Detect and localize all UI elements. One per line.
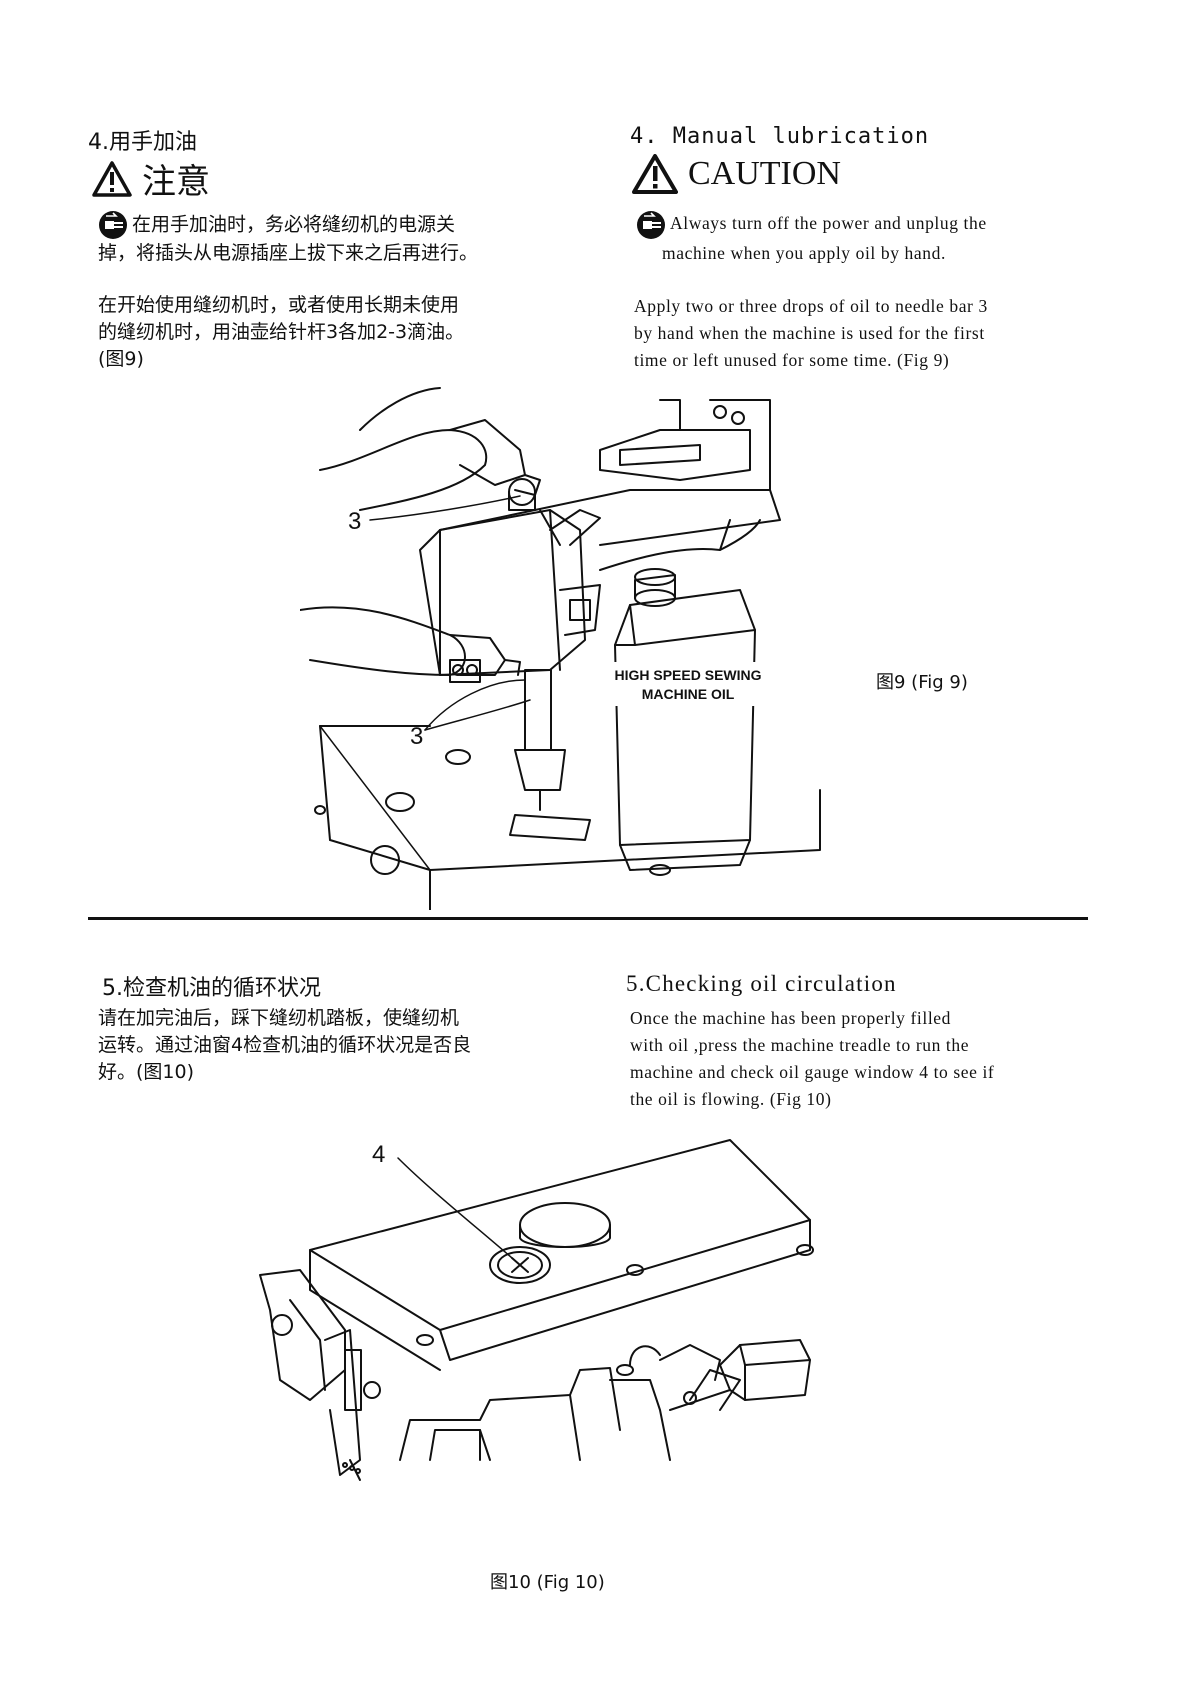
figure-9-illustration: 3 3 HIGH SPEED SEWING MACHINE OIL bbox=[300, 387, 821, 910]
fig9-oil-bottle bbox=[614, 589, 756, 846]
section5-en-heading: 5.Checking oil circulation bbox=[626, 971, 897, 996]
figure-10-caption: 图10 (Fig 10) bbox=[490, 1572, 605, 1593]
figure-9-caption: 图9 (Fig 9) bbox=[876, 672, 968, 693]
warning-en-line-1: Always turn off the power and unplug the bbox=[670, 213, 987, 234]
section5-en-body-line-1: Once the machine has been properly fille… bbox=[630, 1008, 952, 1028]
warning-en-text: Always turn off the power and unplug the… bbox=[636, 210, 1156, 267]
section4-en-body-line-2: by hand when the machine is used for the… bbox=[634, 323, 985, 343]
fig9-bottle-label-2: MACHINE OIL bbox=[642, 686, 735, 702]
section5-zh-body-line-1: 请在加完油后，踩下缝纫机踏板，使缝纫机 bbox=[98, 1007, 460, 1029]
section5-en-body-line-2: with oil ,press the machine treadle to r… bbox=[630, 1035, 970, 1055]
fig10-oil-window bbox=[489, 1246, 551, 1284]
fig10-bed-top bbox=[309, 1139, 811, 1331]
warning-zh-line-1: 在用手加油时，务必将缝纫机的电源关 bbox=[132, 213, 456, 236]
section5-zh-body-line-2: 运转。通过油窗4检查机油的循环状况是否良 bbox=[98, 1034, 472, 1056]
warning-zh-line-2: 掉，将插头从电源插座上拔下来之后再进行。 bbox=[98, 242, 479, 264]
caution-zh: 注意 bbox=[92, 154, 210, 203]
section4-en-body-line-3: time or left unused for some time. (Fig … bbox=[634, 350, 950, 370]
warning-triangle-icon bbox=[632, 154, 678, 194]
fig10-callout: 4 bbox=[372, 1141, 385, 1168]
section4-zh-body-line-3: (图9) bbox=[98, 348, 144, 370]
warning-triangle-icon bbox=[92, 160, 132, 197]
unplug-power-icon bbox=[637, 211, 665, 239]
section5-en-body-line-4: the oil is flowing. (Fig 10) bbox=[630, 1089, 832, 1109]
warning-en-line-2: machine when you apply oil by hand. bbox=[662, 243, 946, 263]
fig9-bottle-label-1: HIGH SPEED SEWING bbox=[614, 667, 761, 683]
section4-zh-body-line-2: 的缝纫机时，用油壶给针杆3各加2-3滴油。 bbox=[98, 321, 465, 343]
section4-en-heading: 4. Manual lubrication bbox=[630, 124, 930, 149]
fig9-lower-hand bbox=[300, 606, 466, 676]
section4-zh-body: 在开始使用缝纫机时，或者使用长期未使用 的缝纫机时，用油壶给针杆3各加2-3滴油… bbox=[98, 292, 568, 373]
fig9-callout-bottom: 3 bbox=[410, 723, 423, 750]
figure-10-illustration: 4 bbox=[259, 1139, 814, 1481]
section5-zh-body: 请在加完油后，踩下缝纫机踏板，使缝纫机 运转。通过油窗4检查机油的循环状况是否良… bbox=[98, 1005, 578, 1086]
fig9-table-front bbox=[429, 789, 821, 871]
section4-zh-body-line-1: 在开始使用缝纫机时，或者使用长期未使用 bbox=[98, 294, 460, 316]
fig10-oil-tank bbox=[719, 1339, 811, 1401]
section5-zh-heading: 5.检查机油的循环状况 bbox=[102, 976, 321, 1001]
section5-en-body-line-3: machine and check oil gauge window 4 to … bbox=[630, 1062, 995, 1082]
fig9-machine-head bbox=[419, 509, 586, 676]
fig9-callout-top: 3 bbox=[348, 508, 361, 535]
fig9-bracket bbox=[599, 429, 751, 481]
caution-zh-label: 注意 bbox=[142, 162, 210, 202]
fig10-left-bracket bbox=[259, 1269, 346, 1401]
unplug-power-icon bbox=[99, 211, 127, 239]
section4-zh-heading: 4.用手加油 bbox=[88, 130, 197, 155]
caution-en-label: CAUTION bbox=[688, 155, 841, 192]
section4-en-body-line-1: Apply two or three drops of oil to needl… bbox=[634, 296, 988, 316]
caution-en: CAUTION bbox=[632, 154, 841, 194]
section5-zh-body-line-3: 好。(图10) bbox=[98, 1061, 195, 1083]
section-divider bbox=[88, 917, 1088, 920]
fig9-upper-hand bbox=[319, 429, 488, 511]
section4-en-body: Apply two or three drops of oil to needl… bbox=[634, 293, 1164, 374]
warning-zh-text: 在用手加油时，务必将缝纫机的电源关 掉，将插头从电源插座上拔下来之后再进行。 bbox=[98, 210, 558, 267]
section5-en-body: Once the machine has been properly fille… bbox=[630, 1005, 1170, 1113]
